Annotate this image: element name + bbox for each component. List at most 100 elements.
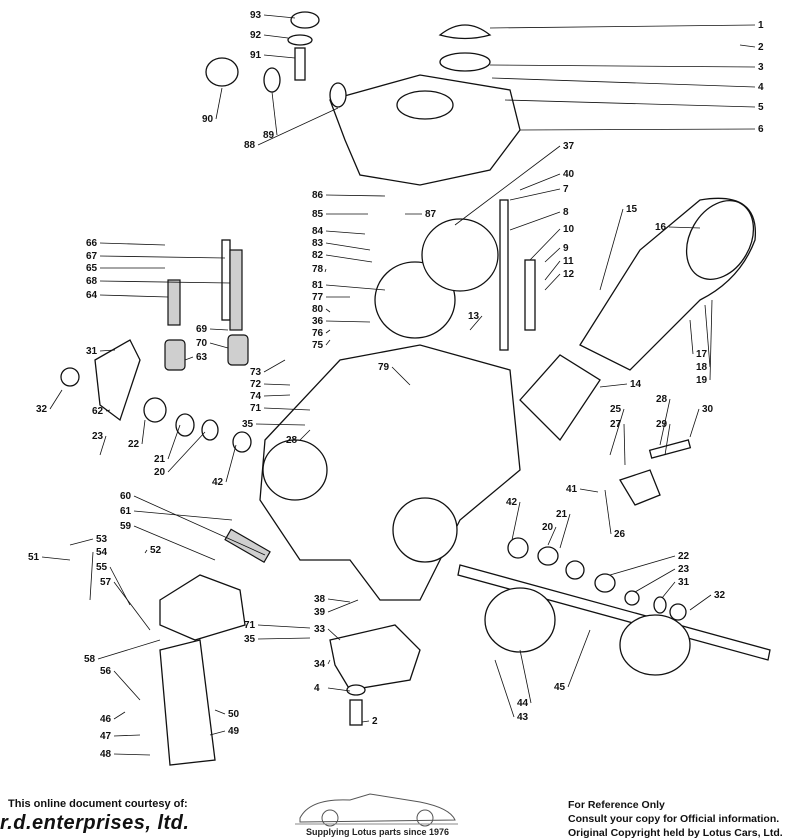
part-number-label: 21 xyxy=(154,454,166,465)
part-number-label: 60 xyxy=(120,491,132,502)
leader-line xyxy=(209,342,229,349)
leader-line xyxy=(49,389,63,410)
leader-line xyxy=(167,431,206,473)
part-number-label: 3 xyxy=(758,62,764,73)
part-number-label: 31 xyxy=(678,577,690,588)
leader-line xyxy=(113,581,151,631)
leader-line xyxy=(113,670,141,701)
part-number-label: 20 xyxy=(542,522,554,533)
leader-line xyxy=(184,356,194,361)
leader-line xyxy=(327,659,331,665)
leader-line xyxy=(567,629,591,688)
leader-line xyxy=(263,54,296,59)
part-number-label: 93 xyxy=(250,10,262,21)
leader-line xyxy=(99,435,107,456)
leader-line xyxy=(664,423,671,456)
part-number-label: 42 xyxy=(212,477,224,488)
part-number-label: 44 xyxy=(517,698,529,709)
part-number-label: 72 xyxy=(250,379,262,390)
note-copyright: Original Copyright held by Lotus Cars, L… xyxy=(568,827,783,839)
part-number-label: 41 xyxy=(566,484,578,495)
part-number-label: 83 xyxy=(312,238,324,249)
leader-line xyxy=(263,359,286,373)
leader-line xyxy=(105,409,111,412)
leader-line xyxy=(739,44,756,48)
part-number-label: 32 xyxy=(36,404,48,415)
part-number-label: 28 xyxy=(656,394,668,405)
part-number-label: 19 xyxy=(696,375,708,386)
leader-line xyxy=(325,329,331,334)
leader-line xyxy=(263,34,289,39)
leader-line xyxy=(113,734,141,737)
part-number-label: 15 xyxy=(626,204,638,215)
leader-line xyxy=(167,424,181,460)
part-number-label: 68 xyxy=(86,276,98,287)
part-number-label: 65 xyxy=(86,263,98,274)
part-number-label: 90 xyxy=(202,114,214,125)
leader-line xyxy=(133,510,233,521)
leader-line xyxy=(99,242,166,246)
part-number-label: 4 xyxy=(314,683,320,694)
tagline: Supplying Lotus parts since 1976 xyxy=(306,827,450,837)
part-number-label: 36 xyxy=(312,316,324,327)
part-number-label: 42 xyxy=(506,497,518,508)
courtesy-text: This online document courtesy of: xyxy=(8,798,188,810)
part-number-label: 76 xyxy=(312,328,324,339)
part-number-label: 12 xyxy=(563,269,575,280)
part-number-label: 46 xyxy=(100,714,112,725)
leader-line xyxy=(99,255,226,259)
leader-line xyxy=(113,711,126,720)
leader-line xyxy=(579,488,599,493)
part-number-label: 11 xyxy=(563,256,574,267)
leader-line xyxy=(263,383,291,386)
leader-line xyxy=(609,555,676,576)
leader-line xyxy=(99,294,169,298)
part-number-label: 18 xyxy=(696,362,708,373)
leader-line xyxy=(209,328,229,331)
part-number-label: 29 xyxy=(656,419,668,430)
part-number-label: 57 xyxy=(100,577,112,588)
part-number-label: 71 xyxy=(244,620,256,631)
leader-line xyxy=(133,525,216,561)
leader-line xyxy=(41,556,71,561)
part-number-label: 1 xyxy=(758,20,764,31)
part-number-label: 81 xyxy=(312,280,324,291)
copyright-notes: For Reference Only Consult your copy for… xyxy=(568,798,783,840)
part-number-label: 73 xyxy=(250,367,262,378)
leader-line xyxy=(327,628,341,641)
leader-line xyxy=(544,247,561,263)
part-number-label: 10 xyxy=(563,224,575,235)
leader-line xyxy=(609,408,625,456)
leader-line xyxy=(544,260,561,281)
leader-line xyxy=(325,194,386,197)
lotus-car-logo-icon xyxy=(295,793,458,827)
part-number-label: 85 xyxy=(312,209,324,220)
part-number-label: 64 xyxy=(86,290,98,301)
leader-line xyxy=(255,423,306,426)
part-number-label: 45 xyxy=(554,682,566,693)
part-number-label: 7 xyxy=(563,184,569,195)
part-number-label: 50 xyxy=(228,709,240,720)
part-number-label: 92 xyxy=(250,30,262,41)
part-number-label: 87 xyxy=(425,209,437,220)
leader-line xyxy=(704,304,711,368)
leader-line xyxy=(469,315,483,331)
leader-line xyxy=(709,299,713,381)
leader-line xyxy=(494,659,515,718)
part-number-label: 13 xyxy=(468,311,480,322)
leader-line xyxy=(214,709,226,715)
part-number-label: 51 xyxy=(28,552,40,563)
part-number-label: 55 xyxy=(96,562,108,573)
leader-line xyxy=(511,501,521,541)
part-number-label: 16 xyxy=(655,222,667,233)
part-number-label: 59 xyxy=(120,521,132,532)
part-number-label: 88 xyxy=(244,140,256,151)
part-number-label: 28 xyxy=(286,435,298,446)
leader-line xyxy=(327,599,359,613)
leader-line xyxy=(325,339,331,346)
leader-line xyxy=(659,398,671,446)
part-number-label: 17 xyxy=(696,349,708,360)
leader-line xyxy=(623,423,626,466)
leader-line xyxy=(559,513,571,549)
